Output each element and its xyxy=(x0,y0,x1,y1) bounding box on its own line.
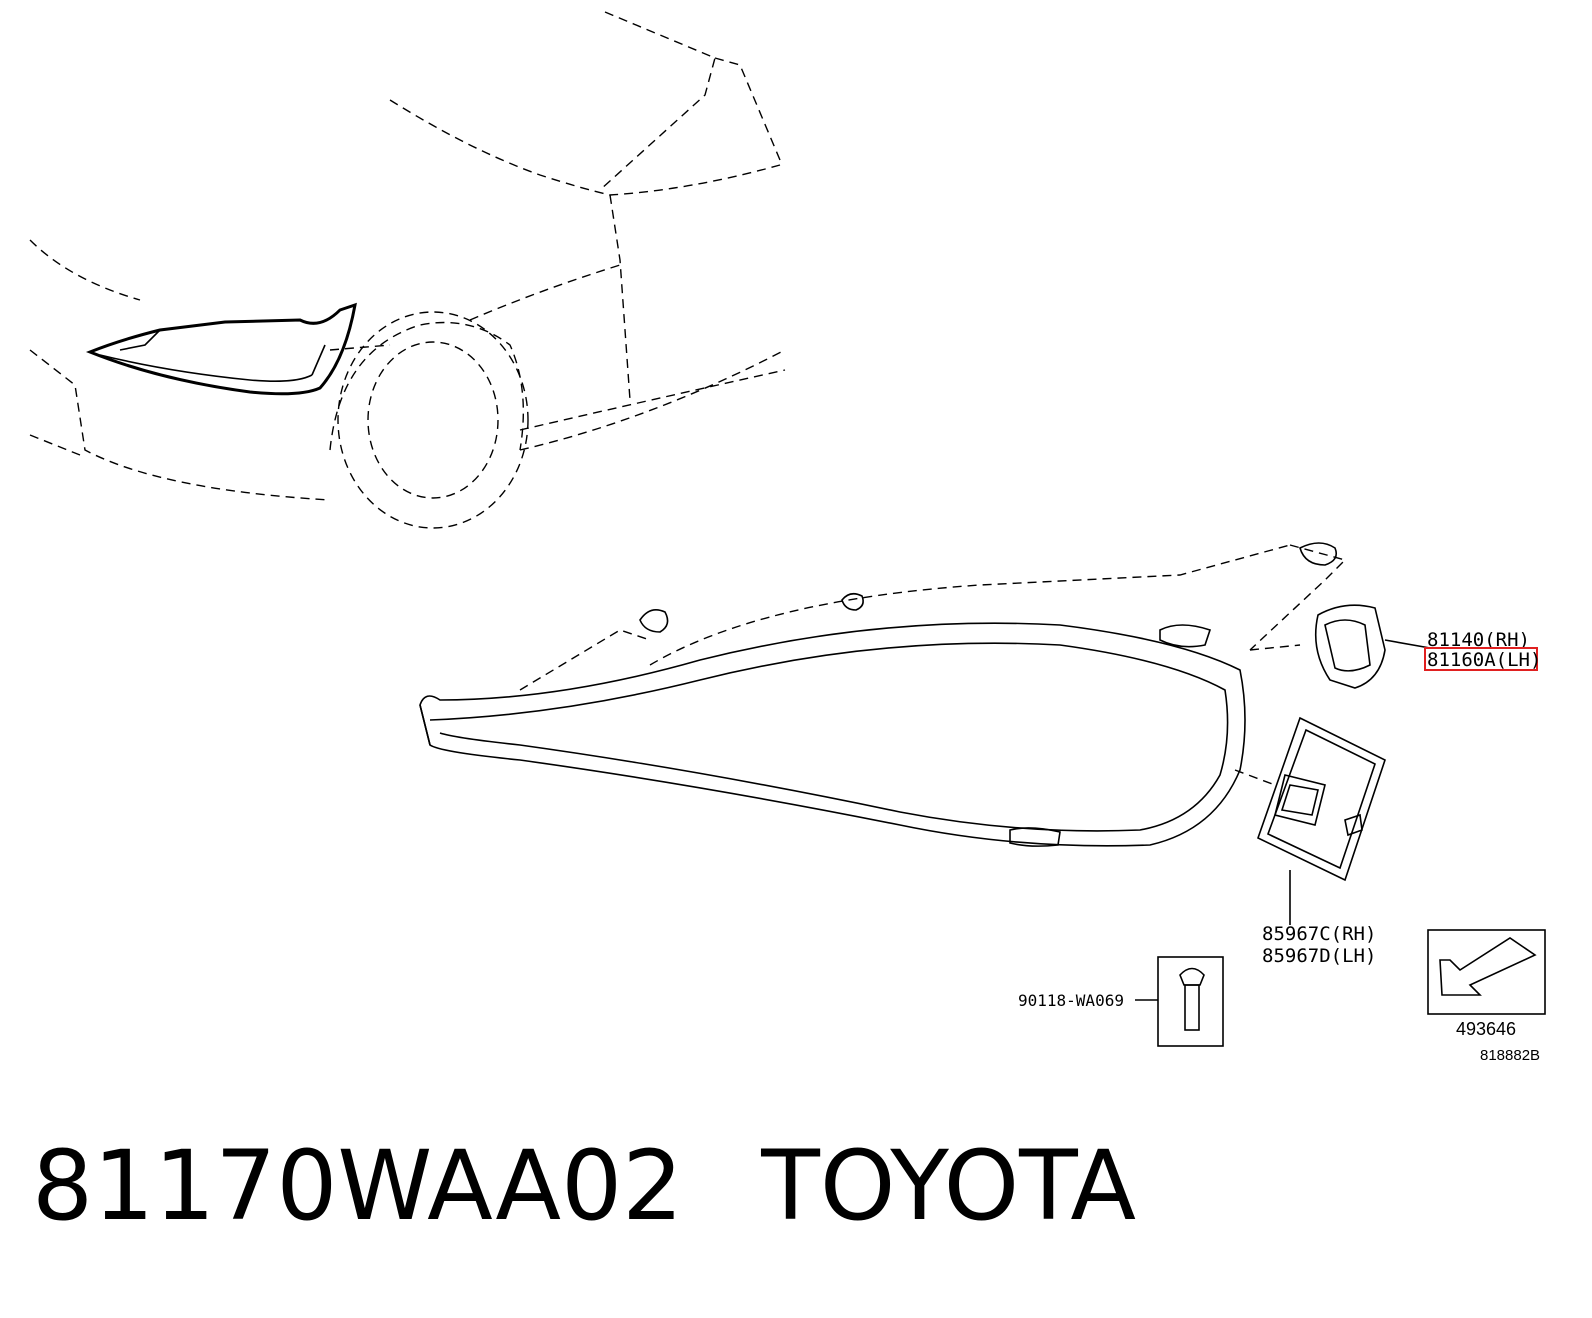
callout-screw: 90118-WA069 xyxy=(1018,991,1124,1010)
headlamp-assembly xyxy=(419,542,1347,847)
callout-lamp-rh: 81140(RH) xyxy=(1427,629,1530,651)
socket-part xyxy=(1314,604,1431,689)
car-front-overview xyxy=(29,11,786,529)
screw-part xyxy=(1135,956,1224,1047)
callout-ballast-lh: 85967D(LH) xyxy=(1262,945,1376,967)
arrow-symbol xyxy=(1427,929,1546,1015)
brand-name: TOYOTA xyxy=(761,1130,1136,1242)
part-number: 81170WAA02 xyxy=(32,1130,684,1242)
headlamp-on-car xyxy=(85,302,357,396)
callout-ballast-rh: 85967C(RH) xyxy=(1262,923,1376,945)
highlight-box xyxy=(1424,647,1538,671)
symbol-code: 493646 xyxy=(1456,1019,1516,1039)
ballast-part xyxy=(1257,716,1386,925)
callout-lamp-lh: 81160A(LH) xyxy=(1427,649,1541,671)
illustration-code: 818882B xyxy=(1480,1047,1540,1064)
